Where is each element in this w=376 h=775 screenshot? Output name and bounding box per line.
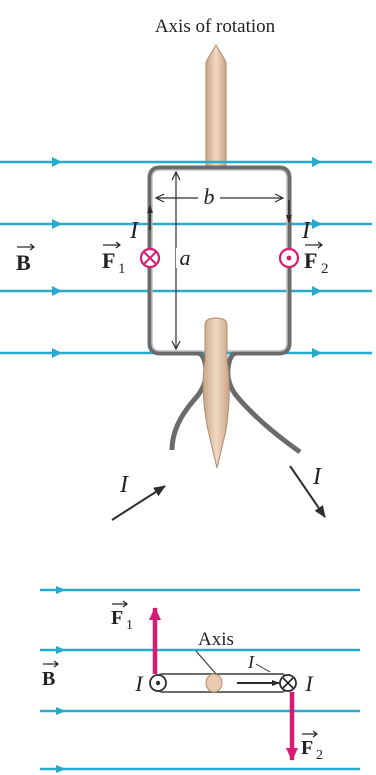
upper-axle [205, 44, 227, 169]
loop-wire-right [147, 165, 302, 455]
svg-text:B: B [42, 668, 55, 690]
field-arrowhead [56, 586, 66, 594]
svg-text:1: 1 [118, 261, 126, 277]
svg-text:F: F [102, 248, 115, 273]
lead-current-label-in: I [119, 472, 129, 498]
current-label-left-edge: I [134, 671, 144, 696]
force-out-of-page-icon [278, 247, 300, 269]
magnetic-field-lines-bottom [40, 588, 360, 771]
field-label-top: B [16, 243, 35, 275]
a-label-bg [176, 248, 192, 268]
field-arrowheads-top [52, 157, 322, 358]
side-a-label: a [180, 245, 191, 270]
force1-label-bottom: F 1 [111, 600, 133, 633]
axis-label: Axis [198, 629, 234, 650]
force-into-page-icon [139, 247, 161, 269]
lead-current-arrow-out [289, 465, 326, 518]
force2-label: F 2 [304, 241, 329, 277]
field-arrowhead [312, 219, 322, 229]
current-label-right-edge: I [304, 671, 314, 696]
field-arrowhead [312, 348, 322, 358]
lead-current-label-out: I [312, 464, 322, 490]
field-arrowhead [312, 286, 322, 296]
field-arrowhead [52, 348, 62, 358]
current-out-of-page-icon [149, 674, 167, 692]
lower-axle [202, 317, 230, 469]
lead-current-arrow-in [111, 485, 166, 521]
current-label-left: I [129, 218, 139, 244]
svg-text:1: 1 [126, 618, 133, 633]
svg-text:2: 2 [316, 748, 323, 763]
b-label-bg [198, 186, 220, 208]
loop-wire-left [147, 178, 209, 451]
current-into-page-icon [279, 674, 297, 692]
field-arrowhead [56, 765, 66, 773]
field-arrowhead [52, 219, 62, 229]
svg-text:F: F [111, 607, 123, 629]
axis-pointer-line [195, 650, 217, 675]
force1-label: F 1 [102, 241, 126, 277]
field-label-bottom: B [42, 660, 59, 690]
field-arrowhead [52, 157, 62, 167]
svg-text:B: B [16, 250, 31, 275]
force2-label-bottom: F 2 [301, 730, 323, 763]
svg-text:F: F [304, 248, 317, 273]
axis-of-rotation-label: Axis of rotation [155, 16, 276, 37]
axis-cross-section [205, 673, 223, 693]
field-arrowheads-bottom [56, 586, 66, 773]
field-arrowhead [52, 286, 62, 296]
field-arrowhead [56, 646, 66, 654]
field-arrowhead [56, 707, 66, 715]
field-arrowhead [312, 157, 322, 167]
current-pointer-line [255, 663, 271, 673]
svg-text:2: 2 [321, 261, 329, 277]
current-label-right: I [301, 218, 311, 244]
svg-text:F: F [301, 737, 313, 759]
side-b-label: b [204, 184, 215, 209]
current-label-edge: I [247, 652, 255, 672]
loop-highlight [151, 169, 288, 352]
